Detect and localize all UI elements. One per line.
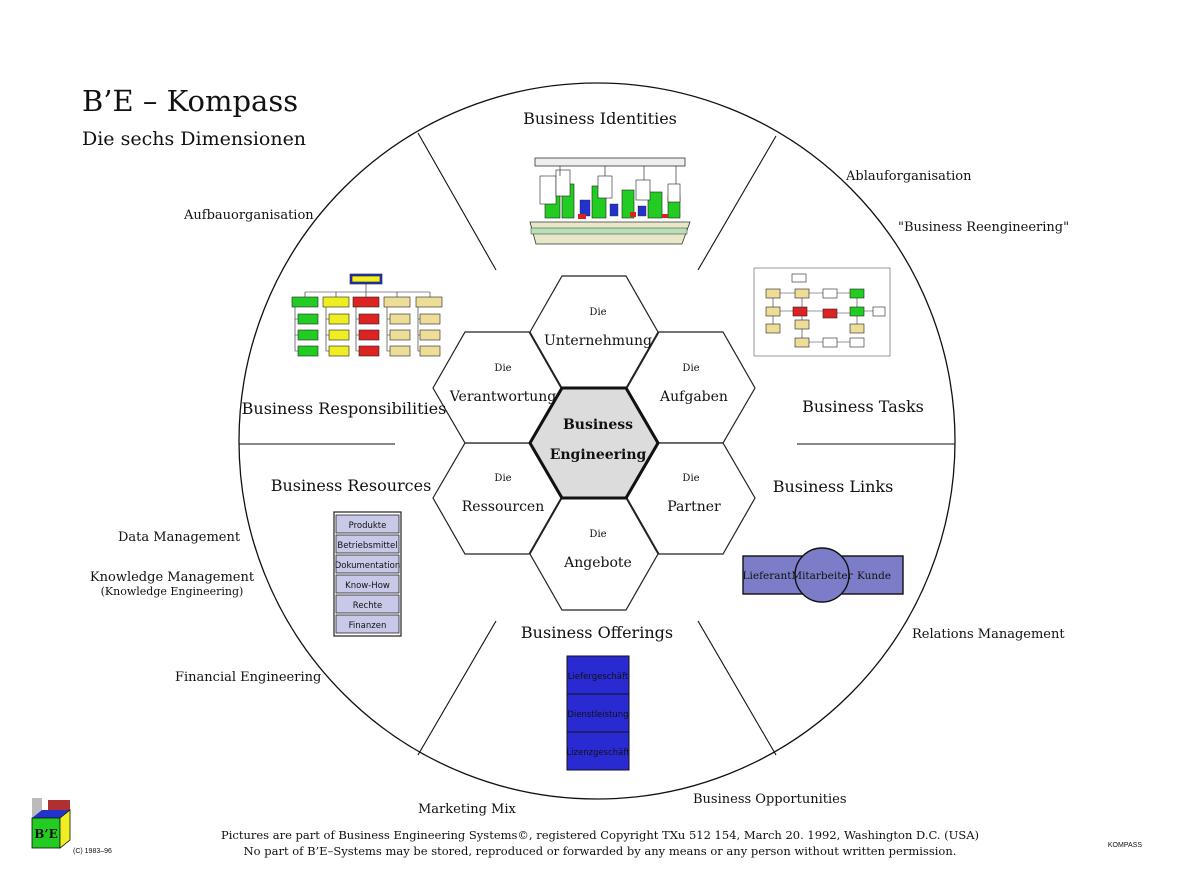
sector-offerings: Business Offerings: [520, 623, 674, 642]
resources-stack-item: [335, 514, 400, 534]
offerings-stack-item: [566, 693, 630, 733]
compass-outer-circle: [238, 82, 956, 800]
corner-label: KOMPASS: [1107, 842, 1142, 849]
label-business-opportunities: Business Opportunities: [693, 792, 847, 807]
offerings-stack-item: [566, 731, 630, 771]
offerings-stack-label: Lizenzgeschäft: [566, 748, 630, 758]
links-diagram: Lieferant Mitarbeiter Kunde: [742, 547, 904, 603]
hex-partner-prefix: Die: [682, 473, 699, 484]
hex-angebote-label: Angebote: [563, 555, 632, 571]
be-logo: B’E: [30, 796, 72, 854]
resources-stack-item: [335, 614, 400, 634]
label-relations-management: Relations Management: [912, 627, 1065, 642]
offerings-stack-label: Liefergeschäft: [568, 672, 629, 682]
resources-stack-item: [335, 534, 400, 554]
resources-stack-label: Finanzen: [349, 621, 387, 631]
page-title: B’E – Kompass: [82, 84, 299, 118]
hex-center-line1: Business: [563, 417, 633, 433]
hex-ressourcen-label: Ressourcen: [462, 499, 544, 515]
hex-unternehmung-label: Unternehmung: [544, 333, 652, 349]
sector-links: Business Links: [772, 477, 894, 496]
offerings-stack: LiefergeschäftDienstleistungLizenzgeschä…: [566, 655, 630, 771]
resources-stack: ProdukteBetriebsmittelDokumentationKnow-…: [333, 511, 402, 637]
offerings-stack-item: [566, 655, 630, 695]
label-marketing-mix: Marketing Mix: [418, 802, 516, 817]
identities-illustration: [529, 157, 691, 245]
label-data-management: Data Management: [118, 530, 241, 545]
links-circle: [794, 547, 850, 603]
sector-identities: Business Identities: [523, 109, 677, 128]
org-chart-illustration: [291, 273, 443, 357]
be-logo-icon: B’E: [31, 798, 71, 849]
resources-stack-item: [335, 594, 400, 614]
footer-line2: No part of B’E–Systems may be stored, re…: [243, 844, 957, 858]
resources-stack-item: [335, 554, 400, 574]
hex-angebote-prefix: Die: [589, 529, 606, 540]
hex-aufgaben-label: Aufgaben: [659, 389, 728, 405]
label-knowledge-management: Knowledge Management: [89, 570, 255, 585]
links-right-label: Kunde: [857, 570, 891, 582]
label-ablauforganisation: Ablauforganisation: [846, 169, 972, 184]
sector-tasks: Business Tasks: [802, 397, 924, 416]
label-financial-engineering: Financial Engineering: [175, 670, 322, 685]
divider-bottom-right: [697, 620, 777, 756]
copyright-years: (C) 1983–96: [73, 848, 112, 855]
resources-stack-label: Know-How: [345, 581, 390, 591]
links-left-label: Lieferant: [743, 570, 793, 582]
hex-verantwortung-prefix: Die: [494, 363, 511, 374]
hex-center: [528, 386, 660, 500]
resources-stack-label: Dokumentation: [335, 561, 401, 571]
sector-resources: Business Resources: [270, 476, 432, 495]
offerings-stack-label: Dienstleistung: [567, 710, 628, 720]
label-knowledge-engineering: (Knowledge Engineering): [100, 585, 244, 598]
sector-responsibilities: Business Responsibilities: [241, 399, 447, 418]
hex-unternehmung-prefix: Die: [589, 307, 606, 318]
resources-stack-label: Betriebsmittel: [337, 541, 397, 551]
resources-stack-label: Produkte: [349, 521, 387, 531]
label-business-reengineering: "Business Reengineering": [898, 220, 1070, 235]
divider-top-left: [417, 132, 497, 271]
hex-ressourcen-prefix: Die: [494, 473, 511, 484]
footer-line1: Pictures are part of Business Engineerin…: [220, 828, 980, 842]
page-subtitle: Die sechs Dimensionen: [82, 128, 307, 150]
tasks-flow-illustration: [753, 267, 891, 357]
links-middle-label: Mitarbeiter: [791, 570, 853, 582]
hex-verantwortung-label: Verantwortung: [449, 389, 557, 405]
resources-stack-label: Rechte: [353, 601, 382, 611]
resources-stack-item: [335, 574, 400, 594]
hex-center-line2: Engineering: [550, 447, 647, 463]
hex-partner-label: Partner: [667, 499, 721, 515]
be-logo-lettering: B’E: [34, 827, 57, 841]
hexagon-cluster: [432, 275, 756, 611]
hex-aufgaben-prefix: Die: [682, 363, 699, 374]
label-aufbauorganisation: Aufbauorganisation: [184, 208, 314, 223]
divider-top-right: [697, 135, 777, 271]
divider-bottom-left: [417, 620, 497, 756]
